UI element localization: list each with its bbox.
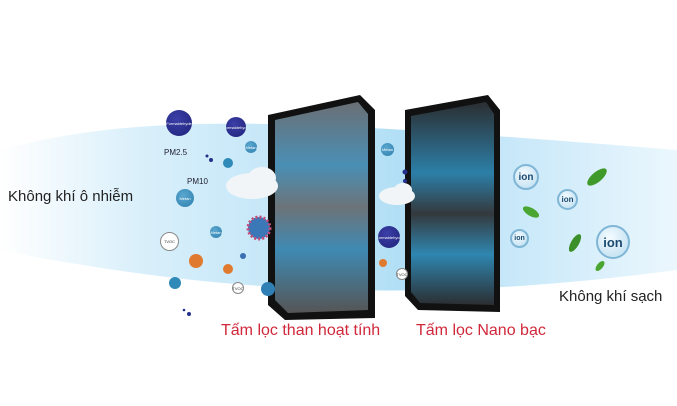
pm10-label: PM10 [187, 177, 208, 186]
virus-icon [169, 277, 181, 289]
polluted-air-label: Không khí ô nhiễm [8, 188, 134, 205]
pm25-label: PM2.5 [164, 148, 188, 157]
tvoc-bubble: TVOC [160, 232, 179, 251]
leaf-icon [595, 261, 605, 271]
leaf-icon [522, 206, 540, 218]
ion-icon: ion [557, 189, 578, 210]
virus-icon [261, 282, 275, 296]
methane-bubble: Metan [176, 189, 194, 207]
activated-carbon-filter-caption: Tấm lọc than hoạt tính [221, 322, 381, 339]
virus-icon [246, 215, 272, 241]
clean-air-label: Không khí sạch [559, 288, 663, 305]
formaldehyde-bubble: Formaldehyde [166, 110, 192, 136]
methane-bubble: Metan [245, 141, 257, 153]
virus-icon [223, 158, 233, 168]
leaf-icon [568, 234, 582, 252]
bacteria-icon [189, 254, 203, 268]
tvoc-bubble: TVOC [232, 282, 244, 294]
bacteria-icon [223, 264, 233, 274]
methane-bubble: Metan [210, 226, 222, 238]
ion-icon: ion [596, 225, 630, 259]
methane-bubble: Metan [381, 143, 394, 156]
leaf-icon [587, 168, 607, 186]
bacteria-icon [379, 259, 387, 267]
ion-icon: ion [510, 229, 529, 248]
nano-silver-filter-caption: Tấm lọc Nano bạc [416, 322, 546, 339]
formaldehyde-bubble: Formaldehyde [226, 117, 246, 137]
formaldehyde-bubble: Formaldehyde [378, 226, 400, 248]
ion-icon: ion [513, 164, 539, 190]
tvoc-bubble: TVOC [396, 268, 408, 280]
